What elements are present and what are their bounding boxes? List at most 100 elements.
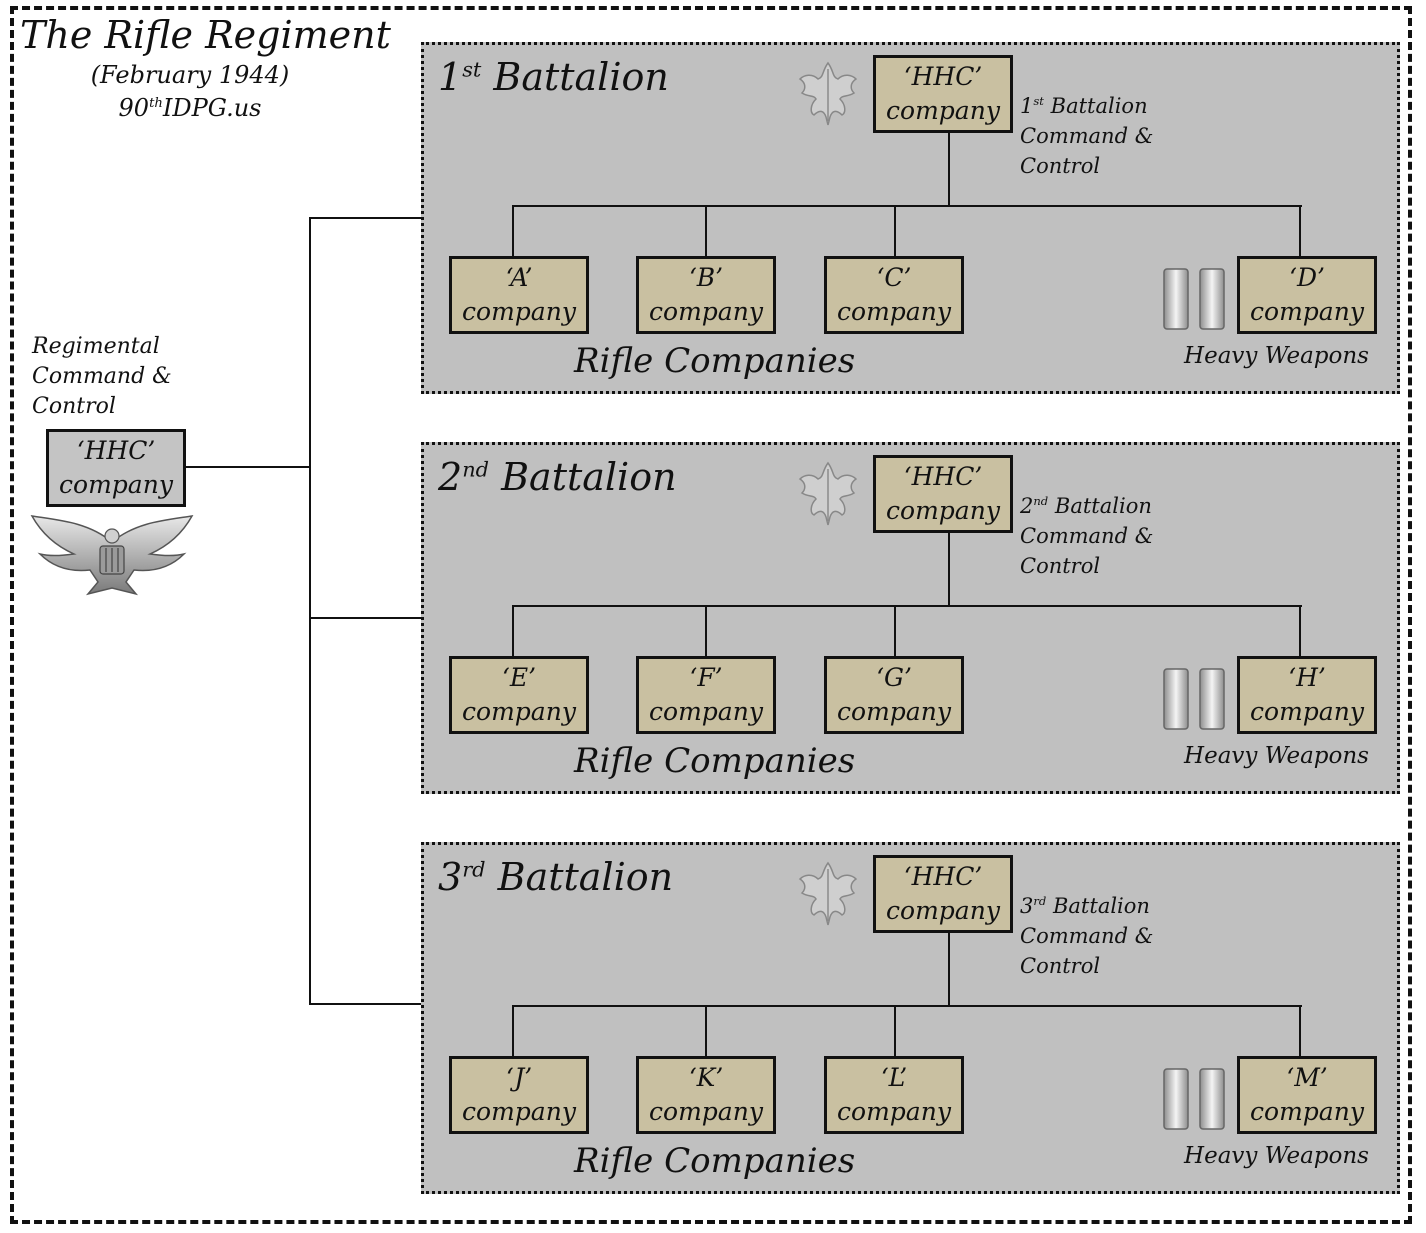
company-drop-line <box>1299 1005 1301 1057</box>
caption-ordinal: st <box>1033 94 1044 108</box>
heavy-weapons-caption: Heavy Weapons <box>1184 1143 1369 1169</box>
regimental-trunk-line <box>309 217 311 1005</box>
battalion-caption-line: Command & <box>1020 124 1154 148</box>
regimental-caption-line: Control <box>32 394 116 419</box>
battalion-caption-line: Command & <box>1020 924 1154 948</box>
company-label: company <box>837 297 951 326</box>
company-letter: ‘J’ <box>505 1063 533 1092</box>
company-bus-line <box>512 1005 1302 1007</box>
company-label: company <box>1250 297 1364 326</box>
company-letter: ‘B’ <box>688 263 724 292</box>
diagram-date: (February 1944) <box>90 61 290 89</box>
box-line: company <box>886 896 1000 925</box>
caption-text: Battalion <box>1052 894 1150 918</box>
rifle-companies-caption: Rifle Companies <box>574 341 856 381</box>
company-box: ‘E’company <box>449 656 589 734</box>
company-box: ‘C’ company <box>824 256 964 334</box>
battalion-caption-line: 2nd Battalion <box>1020 491 1153 521</box>
company-box: ‘A’ company <box>449 256 589 334</box>
battalion-caption-line: Command & <box>1020 524 1154 548</box>
company-drop-line <box>512 1005 514 1057</box>
heavy-weapons-caption: Heavy Weapons <box>1184 343 1369 369</box>
company-label: company <box>1250 1097 1364 1126</box>
rifle-companies-caption: Rifle Companies <box>574 741 856 781</box>
battalion-caption-line: 1st Battalion <box>1020 91 1153 121</box>
company-label: company <box>462 1097 576 1126</box>
heavy-weapons-caption: Heavy Weapons <box>1184 743 1369 769</box>
battalion-hhc-box: ‘HHC’company <box>873 455 1013 533</box>
battalion-number: 2 <box>438 455 463 499</box>
battalion-number: 3 <box>438 855 463 899</box>
regimental-caption: Regimental Command & Control <box>32 332 172 422</box>
battalion-title: 1st Battalion <box>438 51 669 103</box>
battalion-ordinal: st <box>462 57 482 82</box>
company-letter: ‘G’ <box>876 663 912 692</box>
company-label: company <box>649 297 763 326</box>
oak-leaf-icon <box>798 861 858 926</box>
box-line: ‘HHC’ <box>903 62 983 91</box>
company-bus-line <box>512 205 1302 207</box>
company-box: ‘G’ company <box>824 656 964 734</box>
battalion-ordinal: rd <box>462 857 486 882</box>
battalion-caption-line: Control <box>1020 154 1101 178</box>
hhc-stem-line <box>948 933 950 1007</box>
battalion-1-connector <box>309 217 423 219</box>
battalion-3-connector <box>309 1003 423 1005</box>
battalion-hhc-box: ‘HHC’ company <box>873 55 1013 133</box>
company-letter: ‘A’ <box>505 263 533 292</box>
captain-bars-icon <box>1163 268 1225 330</box>
battalion-title-text: Battalion <box>497 855 674 899</box>
company-drop-line <box>512 605 514 657</box>
site-prefix: 90 <box>118 94 150 122</box>
company-drop-line <box>894 605 896 657</box>
company-box: ‘B’ company <box>636 256 776 334</box>
caption-number: 2 <box>1020 494 1034 518</box>
box-line: ‘HHC’ <box>903 862 983 891</box>
oak-leaf-icon <box>798 61 858 126</box>
battalion-ordinal: nd <box>462 457 490 482</box>
diagram-frame <box>10 6 1412 1224</box>
company-letter: ‘K’ <box>688 1063 724 1092</box>
company-box: ‘K’company <box>636 1056 776 1134</box>
company-label: company <box>649 697 763 726</box>
company-letter: ‘F’ <box>689 663 723 692</box>
company-box: ‘D’ company <box>1237 256 1377 334</box>
company-label: company <box>837 697 951 726</box>
company-drop-line <box>894 205 896 257</box>
colonel-eagle-icon <box>30 515 194 596</box>
company-label: company <box>462 697 576 726</box>
company-label: company <box>837 1097 951 1126</box>
company-drop-line <box>512 205 514 257</box>
company-label: company <box>462 297 576 326</box>
company-drop-line <box>705 605 707 657</box>
company-box: ‘L’company <box>824 1056 964 1134</box>
battalion-hhc-box: ‘HHC’ company <box>873 855 1013 933</box>
box-line: company <box>886 496 1000 525</box>
rifle-companies-caption: Rifle Companies <box>574 1141 856 1181</box>
company-box: ‘J’ company <box>449 1056 589 1134</box>
company-drop-line <box>894 1005 896 1057</box>
captain-bars-icon <box>1163 1068 1225 1130</box>
site-sup: th <box>149 96 163 111</box>
caption-text: Battalion <box>1054 494 1152 518</box>
oak-leaf-icon <box>798 461 858 526</box>
company-box: ‘H’company <box>1237 656 1377 734</box>
site-credit: 90thIDPG.us <box>20 92 360 124</box>
caption-text: Battalion <box>1050 94 1148 118</box>
company-bus-line <box>512 605 1302 607</box>
company-box: ‘F’ company <box>636 656 776 734</box>
battalion-caption-line: 3rd Battalion <box>1020 891 1153 921</box>
regimental-caption-line: Command & <box>32 364 172 389</box>
company-label: company <box>1250 697 1364 726</box>
battalion-number: 1 <box>438 55 463 99</box>
caption-ordinal: nd <box>1033 494 1049 508</box>
company-letter: ‘D’ <box>1289 263 1325 292</box>
box-line: company <box>886 96 1000 125</box>
company-drop-line <box>705 1005 707 1057</box>
company-letter: ‘C’ <box>876 263 912 292</box>
box-line: company <box>59 470 173 499</box>
hhc-stem-line <box>948 533 950 607</box>
